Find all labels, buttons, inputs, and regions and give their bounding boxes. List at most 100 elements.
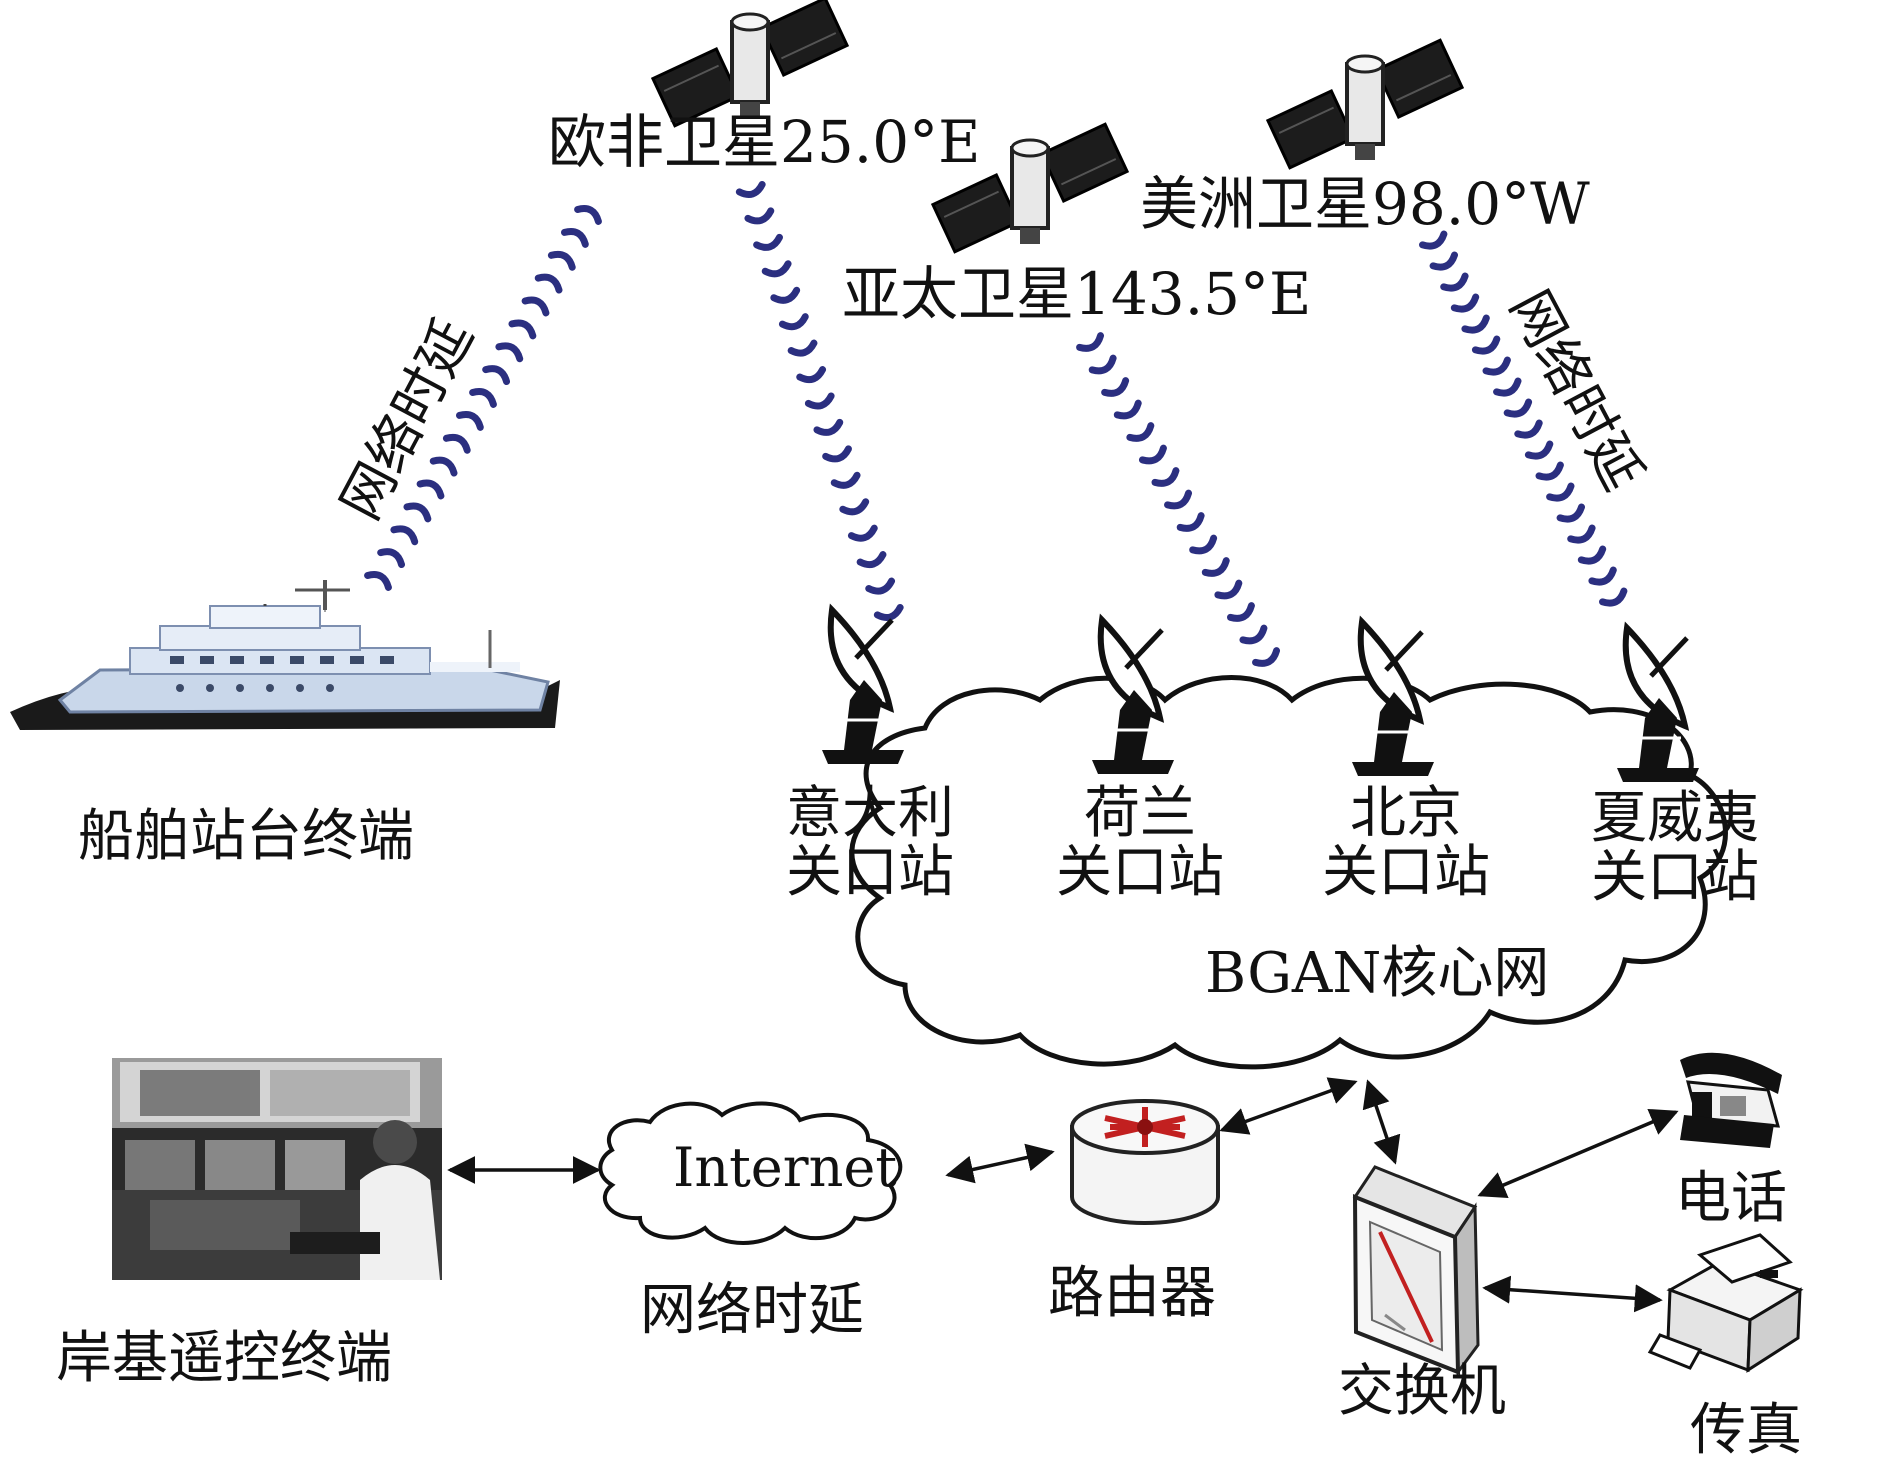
signal-wave-mark xyxy=(1429,251,1459,271)
satellite-americas-label: 美洲卫星98.0°W xyxy=(1140,170,1590,238)
signal-wave-mark xyxy=(1189,534,1218,555)
signal-wave-mark xyxy=(1546,482,1575,502)
signal-wave-mark xyxy=(1101,377,1130,397)
signal-wave-mark xyxy=(364,571,392,591)
signal-wave-mark xyxy=(1088,354,1117,375)
arrow-switch-fax xyxy=(1482,1275,1663,1313)
signal-wave-mark xyxy=(534,273,563,294)
internet-delay-label: 网络时延 xyxy=(640,1278,864,1343)
signal-wave-mark xyxy=(1138,444,1167,465)
signal-wave-mark xyxy=(495,342,524,363)
core-network-label: BGAN核心网 xyxy=(1205,941,1550,1006)
signal-wave-mark xyxy=(839,498,870,516)
signal-wave-mark xyxy=(482,365,511,386)
signal-wave-mark xyxy=(1493,377,1522,397)
signal-wave-mark xyxy=(1252,647,1281,667)
signal-wave-mark xyxy=(865,577,896,595)
internet-label: Internet xyxy=(673,1136,898,1199)
signal-wave-mark xyxy=(1176,512,1205,532)
station-netherlands-type: 关口站 xyxy=(1056,839,1224,905)
satellite-asia-pacific-label: 亚太卫星143.5°E xyxy=(842,260,1312,328)
signal-wave-mark xyxy=(830,471,861,489)
signal-ship-europe-africa xyxy=(364,205,602,591)
signal-wave-mark xyxy=(856,551,887,569)
signal-wave-mark xyxy=(787,339,818,357)
signal-wave-mark xyxy=(770,286,801,304)
station-hawaii-type: 关口站 xyxy=(1591,844,1759,910)
signal-europe-africa-italy xyxy=(735,180,904,621)
signal-wave-mark xyxy=(1076,332,1105,352)
signal-wave-mark xyxy=(1450,293,1480,313)
shore-terminal-label: 岸基遥控终端 xyxy=(56,1326,392,1391)
signal-wave-mark xyxy=(1482,356,1511,376)
arrow-core-switch xyxy=(1362,1079,1401,1165)
arrow-switch-phone xyxy=(1477,1108,1679,1199)
signal-wave-mark xyxy=(744,207,775,225)
station-hawaii-label: 夏威夷 关口站 xyxy=(1555,786,1795,910)
signal-wave-mark xyxy=(1535,461,1564,481)
signal-wave-mark xyxy=(508,319,537,340)
router-icon xyxy=(1070,1099,1220,1225)
switch-icon xyxy=(1352,1165,1480,1377)
phone-label: 电话 xyxy=(1675,1166,1787,1231)
signal-wave-mark xyxy=(813,418,844,436)
arrow-router-core xyxy=(1219,1077,1358,1135)
ship-icon xyxy=(10,580,560,730)
signal-wave-mark xyxy=(873,603,904,621)
station-hawaii-name: 夏威夷 xyxy=(1591,786,1759,851)
station-beijing-name: 北京 xyxy=(1350,781,1462,846)
station-netherlands-name: 荷兰 xyxy=(1084,781,1196,846)
signal-wave-mark xyxy=(778,313,809,331)
signal-wave-mark xyxy=(1126,422,1155,442)
station-italy-type: 关口站 xyxy=(786,839,954,905)
signal-wave-mark xyxy=(822,445,852,463)
switch-label: 交换机 xyxy=(1338,1359,1506,1424)
signal-wave-mark xyxy=(1440,272,1469,292)
satellite-europe-africa-label: 欧非卫星25.0°E xyxy=(548,108,981,176)
fax-label: 传真 xyxy=(1690,1398,1802,1463)
shore-control-room-image xyxy=(112,1058,442,1280)
signal-wave-mark xyxy=(1471,335,1501,355)
signal-wave-mark xyxy=(1556,503,1586,523)
signal-wave-mark xyxy=(1151,467,1180,487)
signal-wave-mark xyxy=(547,250,576,271)
internet-cloud xyxy=(598,1101,903,1245)
signal-wave-mark xyxy=(1503,398,1533,418)
signal-wave-mark xyxy=(377,548,406,569)
signal-wave-mark xyxy=(469,388,497,408)
station-netherlands-label: 荷兰 关口站 xyxy=(1020,781,1260,905)
ship-terminal-label: 船舶站台终端 xyxy=(78,804,414,869)
signal-wave-mark xyxy=(847,524,878,542)
signal-wave-mark xyxy=(1214,579,1243,600)
signal-wave-mark xyxy=(1113,399,1142,420)
signal-wave-mark xyxy=(574,205,602,225)
satellite-americas-icon xyxy=(1265,38,1465,170)
signal-wave-mark xyxy=(1577,545,1607,565)
phone-icon xyxy=(1680,1052,1782,1148)
fax-icon xyxy=(1647,1233,1804,1373)
signal-wave-mark xyxy=(429,456,458,477)
signal-wave-mark xyxy=(390,525,419,546)
signal-waves xyxy=(364,180,1628,667)
signal-wave-mark xyxy=(442,433,471,454)
signal-wave-mark xyxy=(804,392,835,410)
signal-wave-mark xyxy=(560,227,589,248)
signal-wave-mark xyxy=(1598,587,1628,607)
satellite-europe-africa-icon xyxy=(650,0,850,128)
arrow-internet-router xyxy=(945,1143,1055,1184)
signal-wave-mark xyxy=(761,260,792,278)
signal-wave-mark xyxy=(1239,624,1268,645)
signal-wave-mark xyxy=(796,366,827,384)
signal-wave-mark xyxy=(1524,440,1554,460)
signal-wave-mark xyxy=(1418,230,1448,250)
router-label: 路由器 xyxy=(1048,1261,1216,1326)
signal-americas-hawaii xyxy=(1418,230,1628,607)
station-beijing-type: 关口站 xyxy=(1322,839,1490,905)
signal-wave-mark xyxy=(753,233,783,251)
signal-wave-mark xyxy=(455,410,484,431)
station-italy-name: 意大利 xyxy=(786,781,954,846)
connection-arrows xyxy=(447,1077,1679,1313)
signal-wave-mark xyxy=(735,180,766,198)
